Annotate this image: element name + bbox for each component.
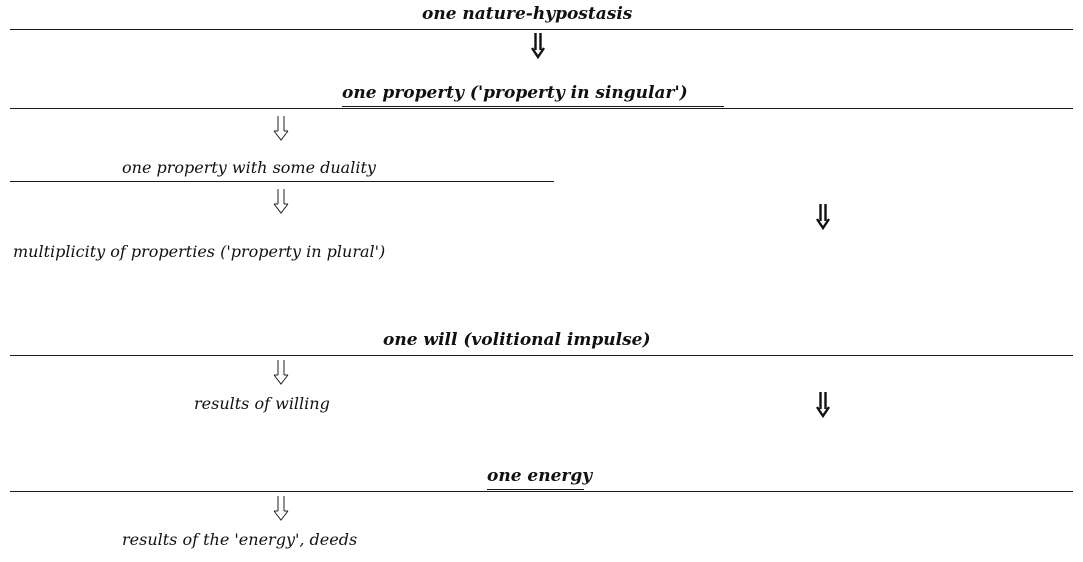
- double-arrow-bold-icon: [816, 392, 830, 419]
- rule-one-energy: [10, 491, 1073, 492]
- double-arrow-outline-icon: [273, 189, 289, 214]
- double-arrow-outline-icon: [273, 116, 289, 141]
- rule-one-will: [10, 355, 1073, 356]
- label-results-energy: results of the 'energy', deeds: [122, 530, 358, 549]
- rule-property-duality: [10, 181, 554, 182]
- label-multiplicity-properties: multiplicity of properties ('property in…: [13, 242, 386, 261]
- underline-one-property: [342, 106, 724, 107]
- label-one-nature-hypostasis: one nature-hypostasis: [422, 4, 633, 24]
- double-arrow-outline-icon: [273, 360, 289, 385]
- label-one-energy: one energy: [487, 466, 593, 486]
- label-one-will: one will (volitional impulse): [383, 330, 651, 350]
- double-arrow-bold-icon: [816, 204, 830, 231]
- rule-nature-hypostasis: [10, 29, 1073, 30]
- double-arrow-outline-icon: [273, 496, 289, 521]
- rule-one-property: [10, 108, 1073, 109]
- label-results-willing: results of willing: [194, 394, 330, 413]
- label-property-duality: one property with some duality: [122, 158, 376, 177]
- double-arrow-bold-icon: [531, 33, 545, 60]
- label-one-property: one property ('property in singular'): [342, 83, 688, 103]
- underline-one-energy: [487, 489, 584, 490]
